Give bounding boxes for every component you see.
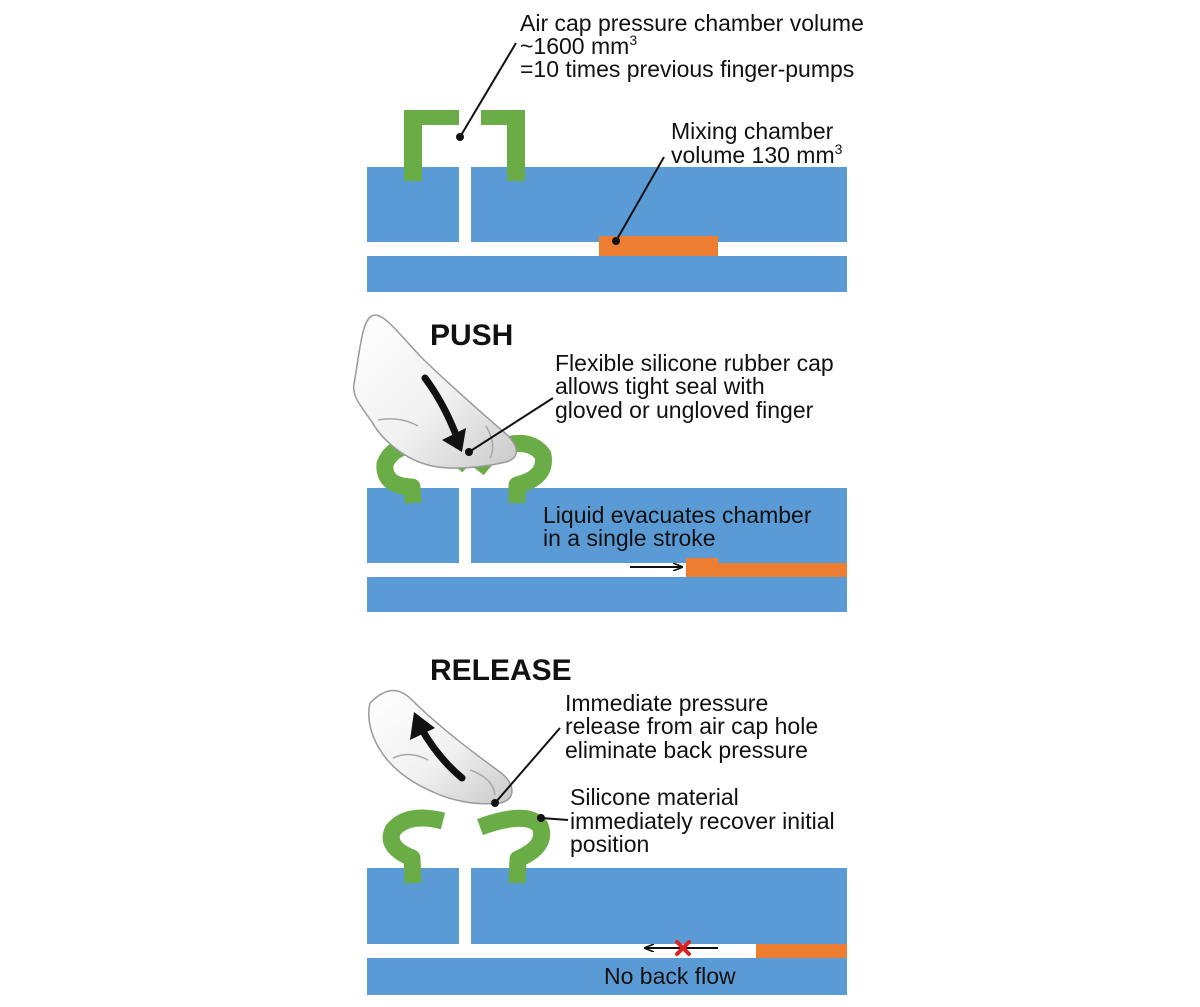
mixing-chamber-label-sup: 3	[835, 141, 843, 157]
silicone-material-leader-dot	[537, 814, 545, 822]
air-cap-label-line2: ~1600 mm	[520, 33, 629, 59]
silicone-cap-label-line2: allows tight seal with	[555, 373, 765, 399]
liquid-evacuates-label-line1: Liquid evacuates chamber	[543, 502, 812, 528]
finger-lifting-icon	[368, 689, 513, 805]
pressure-release-label-line3: eliminate back pressure	[565, 737, 808, 763]
blocked-x-icon	[675, 940, 691, 956]
chip-top-layer	[367, 167, 847, 242]
no-back-flow-label: No back flow	[604, 963, 736, 989]
air-cap-label: Air cap pressure chamber volume ~1600 mm…	[520, 10, 870, 82]
pressure-release-label-line2: release from air cap hole	[565, 713, 818, 739]
panel-initial: Air cap pressure chamber volume ~1600 mm…	[367, 10, 870, 292]
push-heading: PUSH	[430, 319, 513, 352]
silicone-material-label-line1: Silicone material	[570, 784, 739, 810]
silicone-cap-leader-dot	[465, 448, 473, 456]
air-cap-leader-dot	[456, 133, 464, 141]
air-cap-label-line1: Air cap pressure chamber volume	[520, 10, 864, 36]
silicone-material-leader	[540, 817, 569, 821]
silicone-material-label-line2: immediately recover initial	[570, 808, 835, 834]
chip-top-layer	[367, 488, 847, 563]
mixing-chamber-label-line1: Mixing chamber	[671, 118, 834, 144]
chip-bottom-layer	[367, 958, 847, 995]
silicone-material-label-line3: position	[570, 831, 649, 857]
air-cap-label-sup: 3	[629, 32, 637, 48]
push-down-arrowhead	[442, 428, 466, 452]
air-cap-rest	[404, 110, 525, 181]
silicone-cap-label-line1: Flexible silicone rubber cap	[555, 350, 834, 376]
remaining-liquid	[756, 944, 847, 958]
panel-push: PUSH Flexible silicone rubber cap allows…	[352, 314, 847, 612]
pressure-release-leader	[494, 727, 561, 804]
liquid-evacuates-label: Liquid evacuates chamber in a single str…	[543, 502, 818, 551]
pressure-release-label: Immediate pressure release from air cap …	[565, 690, 825, 763]
mixing-chamber-leader-dot	[612, 237, 620, 245]
silicone-material-label: Silicone material immediately recover in…	[570, 784, 841, 857]
mixing-chamber-label-line2: volume 130 mm	[671, 142, 835, 168]
mixing-chamber-liquid	[599, 236, 718, 256]
silicone-cap-label: Flexible silicone rubber cap allows tigh…	[555, 350, 840, 423]
air-cap-recovering	[382, 809, 551, 884]
liquid-evacuates-label-line2: in a single stroke	[543, 525, 716, 551]
pressure-release-leader-dot	[491, 799, 499, 807]
air-cap-leader	[459, 42, 517, 138]
air-cap-label-line3: =10 times previous finger-pumps	[520, 56, 854, 82]
displaced-liquid	[686, 558, 847, 577]
pressure-release-label-line1: Immediate pressure	[565, 690, 768, 716]
chip-bottom-layer	[367, 256, 847, 292]
panel-release: RELEASE Immediate pressure release from …	[367, 654, 847, 995]
chip-top-layer	[367, 868, 847, 944]
silicone-cap-label-line3: gloved or ungloved finger	[555, 397, 814, 423]
release-up-arrow	[417, 724, 466, 782]
release-up-arrowhead	[410, 712, 435, 740]
chip-bottom-layer	[367, 577, 847, 612]
mixing-chamber-label: Mixing chamber volume 130 mm3	[671, 118, 843, 168]
release-heading: RELEASE	[430, 654, 572, 687]
silicone-cap-leader	[468, 397, 554, 453]
mixing-chamber-leader	[615, 156, 665, 242]
